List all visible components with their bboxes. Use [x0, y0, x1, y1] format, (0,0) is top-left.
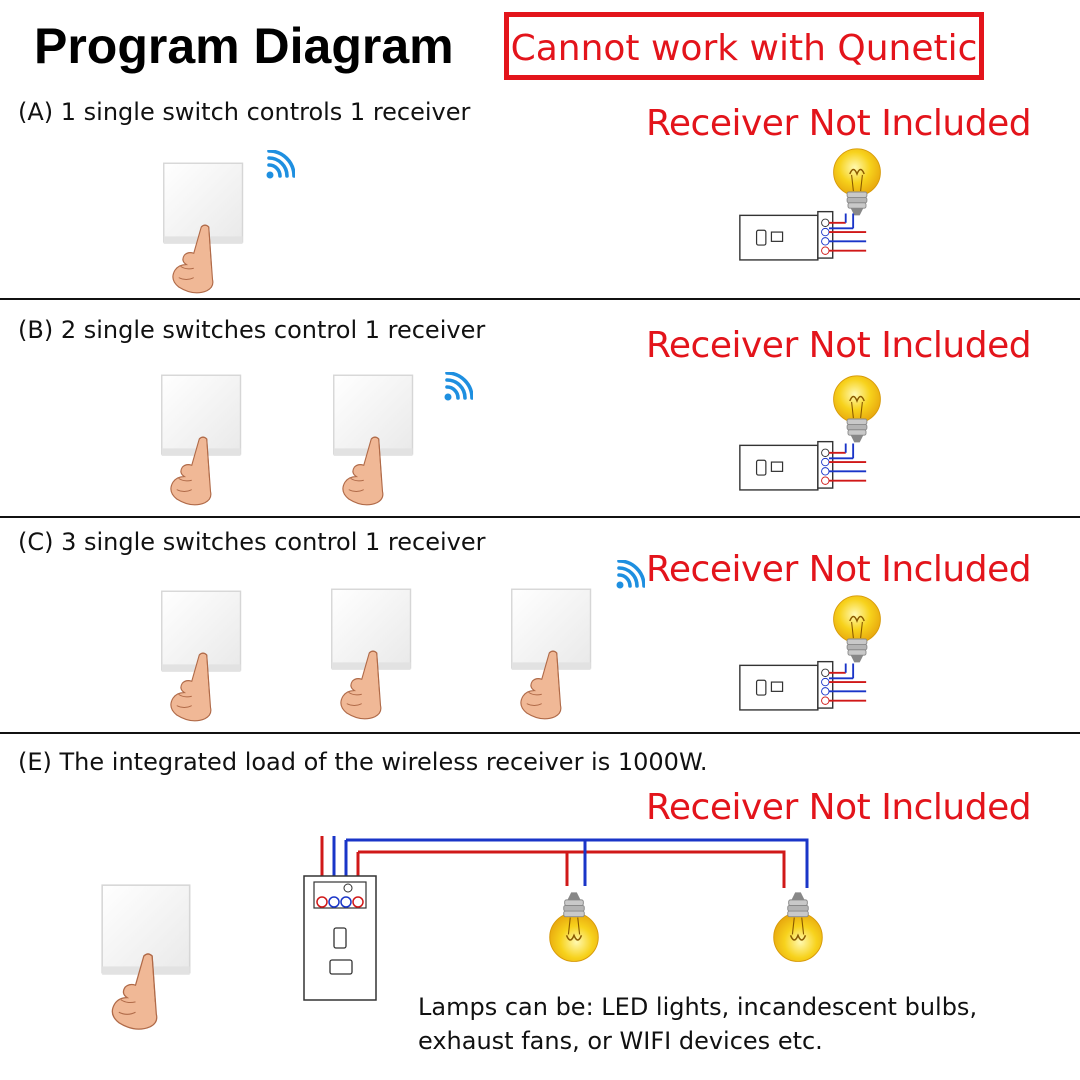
section-e-notice: Receiver Not Included — [646, 787, 1032, 828]
section-c-label: (C) 3 single switches control 1 receiver — [18, 528, 486, 556]
light-bulb-icon — [770, 886, 826, 966]
switch-icon — [160, 160, 250, 294]
section-divider — [0, 298, 1080, 300]
receiver-module-icon — [738, 432, 868, 494]
warning-text: Cannot work with Qunetic — [510, 28, 978, 69]
page-title: Program Diagram — [34, 18, 454, 74]
switch-icon — [508, 586, 598, 720]
section-divider — [0, 516, 1080, 518]
section-e-label: (E) The integrated load of the wireless … — [18, 748, 708, 776]
wireless-signal-icon — [265, 150, 295, 180]
switch-icon — [158, 372, 248, 506]
light-bulb-icon — [546, 886, 602, 966]
switch-icon — [158, 588, 248, 722]
wireless-signal-icon — [443, 372, 473, 402]
note-line-1: Lamps can be: LED lights, incandescent b… — [418, 993, 978, 1021]
wiring-diagram — [300, 836, 830, 1006]
section-b-label: (B) 2 single switches control 1 receiver — [18, 316, 486, 344]
section-b-notice: Receiver Not Included — [646, 325, 1032, 366]
section-a-notice: Receiver Not Included — [646, 103, 1032, 144]
receiver-module-icon — [738, 652, 868, 714]
note-line-2: exhaust fans, or WIFI devices etc. — [418, 1027, 823, 1055]
wireless-signal-icon — [615, 560, 645, 590]
section-divider — [0, 732, 1080, 734]
switch-icon — [98, 876, 198, 1036]
warning-box: Cannot work with Qunetic — [504, 12, 984, 80]
switch-icon — [330, 372, 420, 506]
section-a-label: (A) 1 single switch controls 1 receiver — [18, 98, 471, 126]
switch-icon — [328, 586, 418, 720]
receiver-module-icon — [738, 202, 868, 264]
section-c-notice: Receiver Not Included — [646, 549, 1032, 590]
